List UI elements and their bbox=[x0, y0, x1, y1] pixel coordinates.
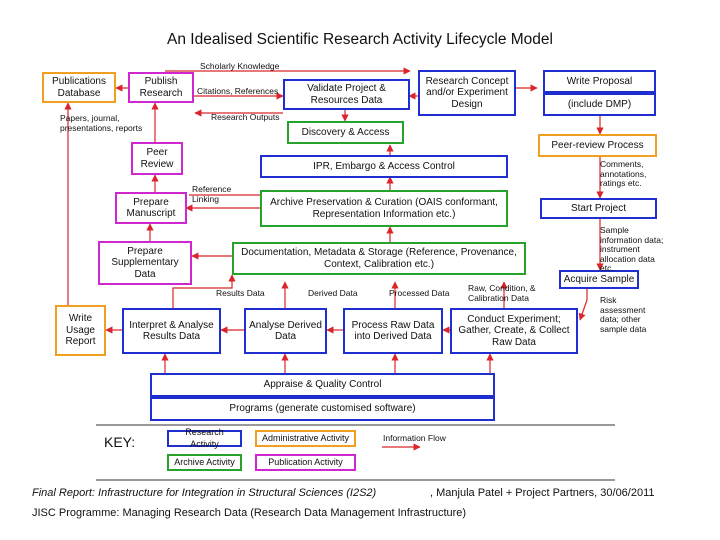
footer-programme: JISC Programme: Managing Research Data (… bbox=[32, 507, 467, 519]
box-analyse-derived: Analyse Derived Data bbox=[244, 308, 327, 354]
box-prepare-supplementary: Prepare Supplementary Data bbox=[98, 241, 192, 285]
note-comments: Comments, annotations, ratings etc. bbox=[600, 159, 647, 188]
box-conduct-experiment: Conduct Experiment; Gather, Create, & Co… bbox=[450, 308, 578, 354]
box-write-proposal: Write Proposal bbox=[543, 70, 656, 93]
box-research-concept: Research Concept and/or Experiment Desig… bbox=[418, 70, 516, 116]
box-programs: Programs (generate customised software) bbox=[150, 397, 495, 421]
label-citations-references: Citations, References bbox=[197, 86, 279, 96]
box-discovery-access: Discovery & Access bbox=[287, 121, 404, 144]
box-peer-review: Peer Review bbox=[131, 142, 183, 175]
key-publication-activity: Publication Activity bbox=[255, 454, 356, 471]
key-title: KEY: bbox=[104, 434, 136, 450]
box-include-dmp: (include DMP) bbox=[543, 93, 656, 116]
footer-authors: , Manjula Patel + Project Partners, 30/0… bbox=[430, 487, 655, 499]
label-reference-linking: Reference Linking bbox=[192, 184, 232, 204]
label-results-data: Results Data bbox=[216, 288, 265, 298]
key-research-activity: Research Activity bbox=[167, 427, 242, 449]
box-acquire-sample: Acquire Sample bbox=[559, 270, 639, 289]
label-scholarly-knowledge: Scholarly Knowledge bbox=[200, 61, 280, 71]
footer-report-title: Final Report: Infrastructure for Integra… bbox=[32, 487, 377, 499]
label-processed-data: Processed Data bbox=[389, 288, 450, 298]
box-validate-project: Validate Project & Resources Data bbox=[283, 79, 410, 110]
box-archive-preservation: Archive Preservation & Curation (OAIS co… bbox=[260, 190, 508, 227]
note-risk: Risk assessment data; other sample data bbox=[600, 295, 647, 334]
box-publish-research: Publish Research bbox=[128, 72, 194, 103]
box-interpret-analyse: Interpret & Analyse Results Data bbox=[122, 308, 221, 354]
arrow-results-data bbox=[172, 274, 236, 308]
box-publications-database: Publications Database bbox=[42, 72, 116, 103]
label-derived-data: Derived Data bbox=[308, 288, 358, 298]
box-peer-review-process: Peer-review Process bbox=[538, 134, 657, 157]
key-information-flow: Information Flow bbox=[383, 433, 446, 443]
diagram-title: An Idealised Scientific Research Activit… bbox=[167, 31, 553, 48]
box-documentation-metadata: Documentation, Metadata & Storage (Refer… bbox=[232, 242, 526, 275]
label-research-outputs: Research Outputs bbox=[211, 112, 280, 122]
note-reports: Papers, journal, presentations, reports bbox=[60, 113, 143, 133]
key-administrative-activity: Administrative Activity bbox=[255, 430, 356, 447]
note-sample-info: Sample information data; instrument allo… bbox=[600, 225, 664, 273]
box-prepare-manuscript: Prepare Manuscript bbox=[115, 192, 187, 224]
box-process-raw: Process Raw Data into Derived Data bbox=[343, 308, 443, 354]
key-archive-activity: Archive Activity bbox=[167, 454, 242, 471]
label-raw-condition-calibration: Raw, Condition, & Calibration Data bbox=[468, 283, 536, 303]
box-ipr-embargo: IPR, Embargo & Access Control bbox=[260, 155, 508, 178]
box-write-usage-report: Write Usage Report bbox=[55, 305, 106, 356]
box-start-project: Start Project bbox=[540, 198, 657, 219]
box-appraise-quality: Appraise & Quality Control bbox=[150, 373, 495, 397]
